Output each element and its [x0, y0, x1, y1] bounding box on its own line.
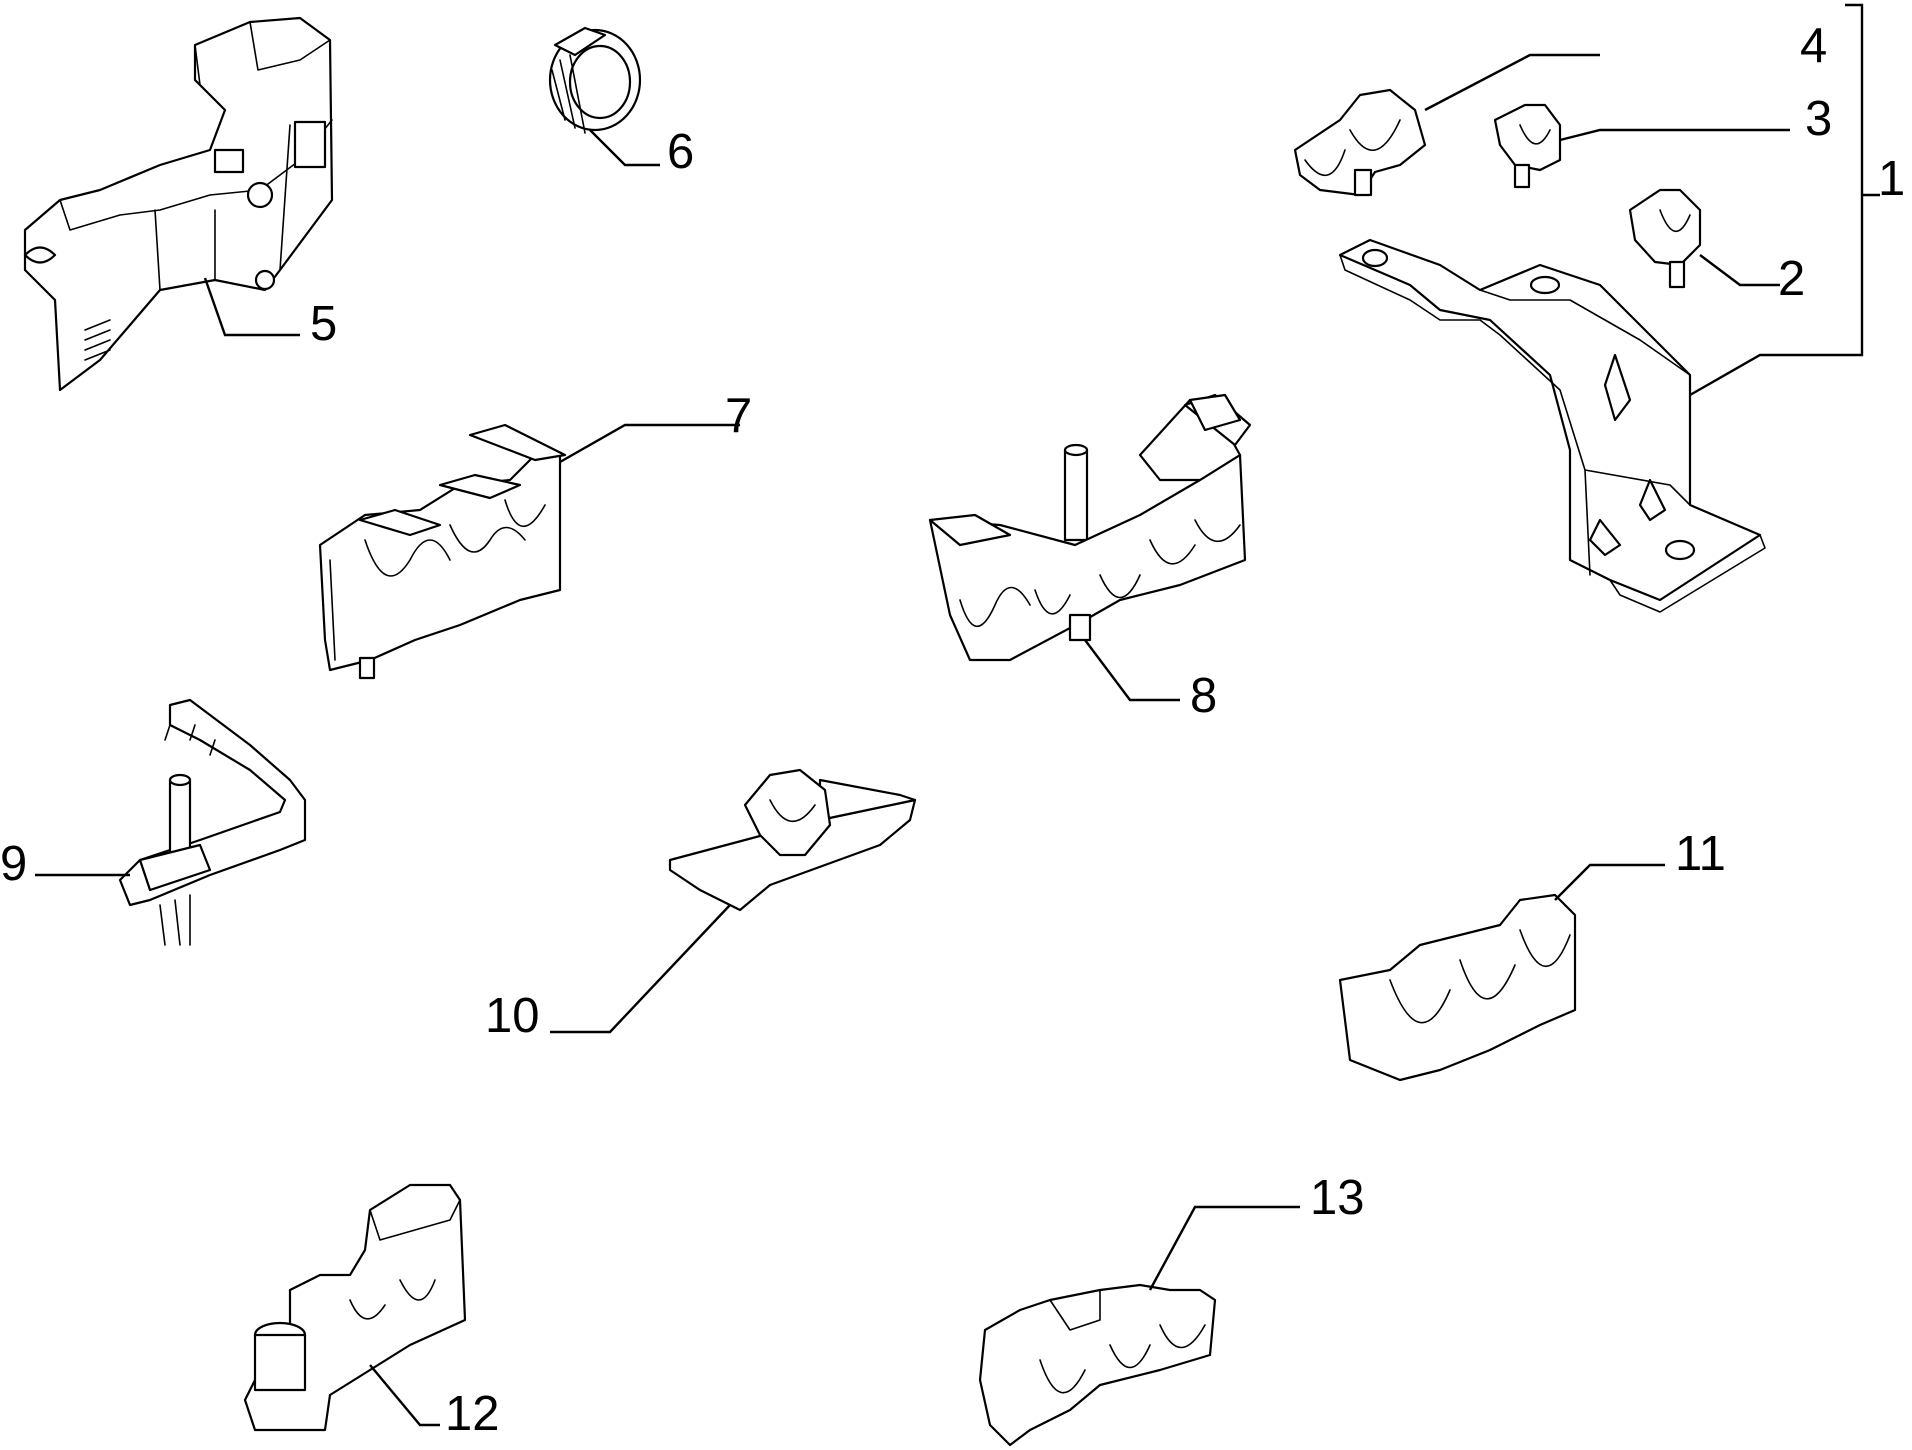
callout-6: 6 — [667, 125, 694, 179]
callout-10: 10 — [485, 989, 540, 1043]
callout-13: 13 — [1310, 1171, 1365, 1225]
callout-12: 12 — [445, 1387, 500, 1441]
part-13-multi-clip — [978, 1205, 1300, 1447]
callout-2: 2 — [1778, 252, 1805, 306]
part-11-triple-clip — [1338, 863, 1665, 1082]
callout-1: 1 — [1878, 152, 1905, 206]
part-7-triple-clip — [318, 423, 740, 680]
callout-11: 11 — [1675, 827, 1726, 881]
part-2-clip — [1628, 188, 1780, 289]
callout-7: 7 — [725, 389, 752, 443]
callout-9: 9 — [0, 837, 27, 891]
callout-8: 8 — [1190, 669, 1217, 723]
part-9-bracket-clip — [35, 698, 307, 946]
part-12-post-clip — [243, 1183, 467, 1432]
part-4-clip — [1293, 53, 1600, 197]
part-8-multi-clip — [928, 393, 1252, 702]
part-10-tray-clip — [550, 768, 917, 1034]
part-1-bracket — [1338, 3, 1880, 613]
callout-3: 3 — [1805, 92, 1832, 146]
callout-5: 5 — [310, 297, 337, 351]
part-3-clip — [1493, 103, 1790, 189]
callout-4: 4 — [1800, 19, 1827, 73]
part-5-housing — [23, 16, 334, 392]
part-6-hose-clamp — [548, 26, 660, 167]
